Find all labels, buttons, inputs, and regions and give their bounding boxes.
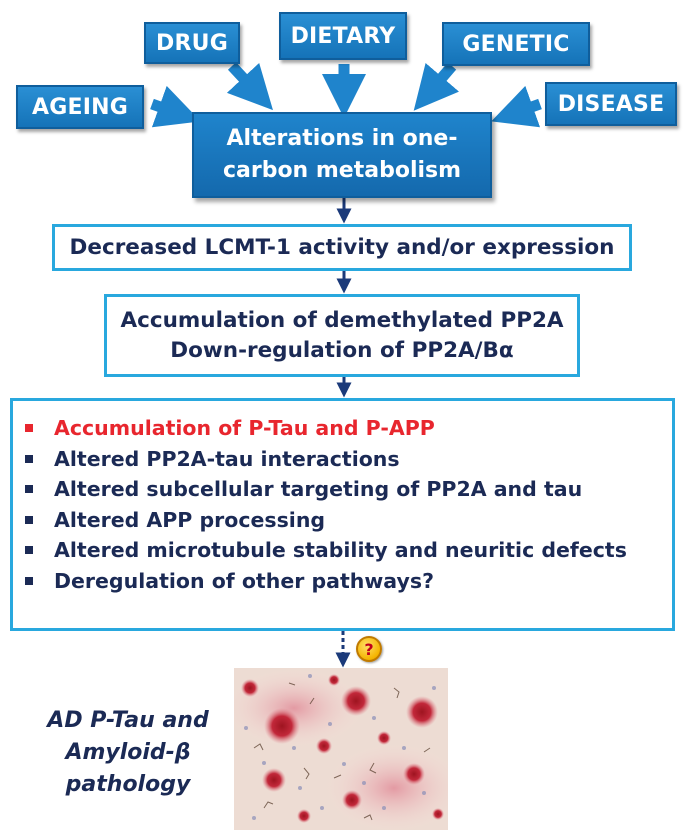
- effect-text-3: Altered subcellular targeting of PP2A an…: [54, 477, 583, 502]
- central-line-2: carbon metabolism: [222, 158, 462, 183]
- bullet-icon: [25, 515, 33, 524]
- arrow-genetic-to-central: [413, 62, 460, 111]
- factor-drug-box: DRUG: [144, 22, 240, 64]
- central-box: Alterations in one- carbon metabolism: [192, 112, 492, 198]
- effect-item-4: Altered APP processing: [25, 505, 672, 536]
- question-mark-icon: ?: [356, 636, 382, 662]
- effect-text-2: Altered PP2A-tau interactions: [54, 446, 400, 471]
- effect-text-4: Altered APP processing: [54, 507, 326, 532]
- arrow-disease-to-central: [491, 85, 542, 128]
- factor-dietary-label: DIETARY: [290, 23, 396, 49]
- pathology-line-1: AD P-Tau and: [47, 708, 209, 733]
- pp2a-box: Accumulation of demethylated PP2A Down-r…: [104, 294, 580, 377]
- lcmt-box: Decreased LCMT-1 activity and/or express…: [52, 224, 632, 271]
- bullet-icon: [25, 424, 33, 433]
- effect-item-1: Accumulation of P-Tau and P-APP: [25, 413, 672, 444]
- factor-drug-label: DRUG: [156, 30, 228, 56]
- factor-ageing-box: AGEING: [16, 85, 144, 129]
- factor-disease-box: DISEASE: [545, 82, 677, 126]
- factor-dietary-box: DIETARY: [279, 12, 407, 60]
- pathology-line-3: pathology: [65, 772, 191, 797]
- pathology-caption: AD P-Tau and Amyloid-β pathology: [28, 705, 228, 801]
- pp2a-line-1: Accumulation of demethylated PP2A: [120, 307, 564, 333]
- factor-ageing-label: AGEING: [32, 94, 128, 120]
- factor-disease-label: DISEASE: [557, 91, 665, 117]
- lcmt-text: Decreased LCMT-1 activity and/or express…: [69, 234, 615, 260]
- histology-image: [234, 668, 448, 830]
- effect-item-2: Altered PP2A-tau interactions: [25, 444, 672, 475]
- question-mark-text: ?: [364, 639, 374, 659]
- effect-text-6: Deregulation of other pathways?: [54, 568, 434, 593]
- arrow-drug-to-central: [226, 62, 273, 111]
- central-line-1: Alterations in one-: [226, 126, 458, 151]
- effect-text-5: Altered microtubule stability and neurit…: [54, 538, 627, 563]
- effects-box: Accumulation of P-Tau and P-APP Altered …: [10, 398, 675, 631]
- arrow-ageing-to-central: [150, 85, 201, 128]
- bullet-icon: [25, 485, 33, 494]
- factor-genetic-box: GENETIC: [442, 22, 590, 66]
- pp2a-line-2: Down-regulation of PP2A/Bα: [170, 337, 514, 363]
- pathology-line-2: Amyloid-β: [65, 740, 191, 765]
- effect-text-1: Accumulation of P-Tau and P-APP: [54, 416, 435, 441]
- bullet-icon: [25, 576, 33, 585]
- effect-item-3: Altered subcellular targeting of PP2A an…: [25, 474, 672, 505]
- effect-item-6: Deregulation of other pathways?: [25, 566, 672, 597]
- effect-item-5: Altered microtubule stability and neurit…: [25, 535, 672, 566]
- bullet-icon: [25, 546, 33, 555]
- factor-genetic-label: GENETIC: [462, 31, 570, 57]
- bullet-icon: [25, 454, 33, 463]
